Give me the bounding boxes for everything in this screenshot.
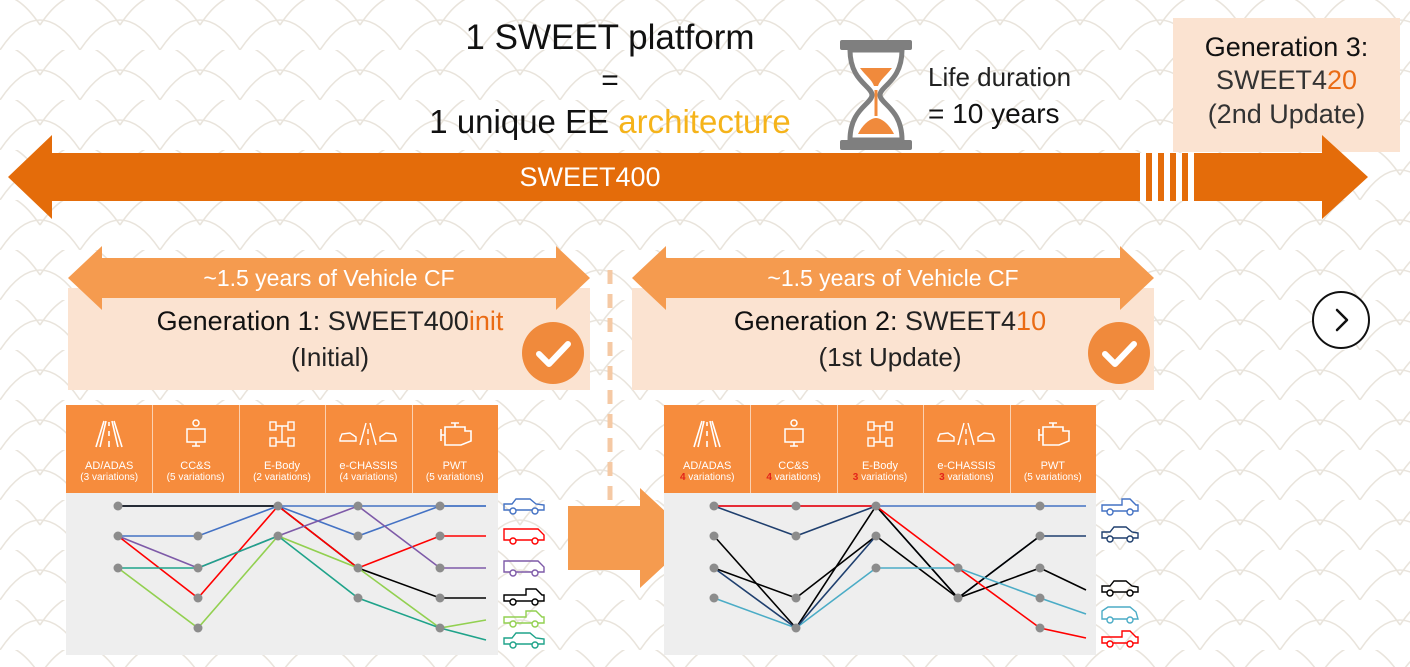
category-e-body: E-Body(2 variations) [239, 405, 327, 493]
monitor-person-icon [750, 419, 836, 454]
category-name: E-Body [263, 460, 301, 472]
category-count: 3 [83, 472, 90, 483]
panel1-header: AD/ADAS(3 variations)CC&S(5 variations)E… [66, 405, 498, 493]
header-equals: = [601, 64, 619, 97]
generation3-title: Generation 3: [1204, 32, 1369, 62]
generation1-title-line: Generation 1: SWEET400init [80, 305, 580, 337]
category-variations: 3 variations) [852, 472, 908, 483]
category-count: 4 [679, 472, 686, 483]
life-duration-years: 10 years [952, 98, 1060, 129]
life-duration-label: Life duration [928, 62, 1072, 92]
panel2-vehicles [1101, 498, 1139, 648]
category-variations: (5 variations) [425, 472, 484, 483]
life-duration-value: = 10 years [928, 97, 1128, 131]
header-line3-prefix: 1 unique EE [429, 103, 619, 140]
category-name: CC&S [180, 460, 211, 472]
transition-arrow [568, 488, 694, 588]
category-variations: 4 variations) [679, 472, 735, 483]
road-icon [66, 419, 152, 454]
chassis-icon [239, 419, 325, 454]
category-name: e-CHASSIS [339, 460, 398, 472]
generation2-name-prefix: SWEET4 [905, 306, 1017, 336]
generation3-name-prefix: SWEET4 [1215, 65, 1327, 95]
category-variations: (4 variations) [339, 472, 398, 483]
panel1-body [66, 493, 498, 655]
life-duration-equals: = [928, 98, 953, 129]
cars-road-icon [923, 419, 1009, 454]
generation2-note: (1st Update) [818, 342, 962, 372]
category-name: PWT [1040, 460, 1066, 472]
engine-icon [1010, 419, 1096, 454]
generation2-duration: ~1.5 years of Vehicle CF [767, 265, 1019, 291]
category-count: 2 [256, 472, 262, 483]
category-pwt: PWT(5 variations) [412, 405, 498, 493]
category-count: 5 [1027, 472, 1033, 483]
panel1-vehicles [503, 498, 545, 649]
category-pwt: PWT(5 variations) [1010, 405, 1096, 493]
category-count: 3 [852, 472, 859, 483]
generation1-name-suffix: init [468, 306, 504, 336]
generation1-name-prefix: SWEET400 [327, 306, 469, 336]
category-count: 5 [170, 472, 176, 483]
header-title-line3: 1 unique EE architecture [380, 103, 840, 141]
category-ad-adas: AD/ADAS(3 variations) [66, 405, 154, 493]
chassis-icon [837, 419, 923, 454]
category-count: 4 [766, 472, 772, 483]
chevron-right-icon[interactable] [1310, 289, 1372, 351]
generation2-name-suffix: 10 [1016, 306, 1047, 336]
engine-icon [412, 419, 498, 454]
generation3-note: (2nd Update) [1207, 99, 1366, 129]
category-variations: (2 variations) [253, 472, 311, 483]
category-variations: (3 variations) [80, 472, 139, 483]
generation1-card [68, 288, 590, 390]
generation2-duration-arrow [632, 246, 1154, 310]
category-e-chassis: e-CHASSIS(4 variations) [325, 405, 413, 493]
category-name: AD/ADAS [683, 460, 732, 472]
timeline-stripes [1140, 153, 1194, 201]
generation1-note: (Initial) [290, 342, 369, 372]
generation1-duration: ~1.5 years of Vehicle CF [203, 265, 455, 291]
generation3-card: Generation 3: SWEET420 (2nd Update) [1173, 18, 1400, 152]
category-variations: 4 variations) [766, 472, 821, 483]
category-variations: 3 variations) [939, 472, 994, 483]
category-variations: (5 variations) [166, 472, 225, 483]
category-name: E-Body [861, 460, 899, 472]
timeline-label: SWEET400 [519, 162, 661, 192]
generation1-title: Generation 1: [156, 306, 321, 336]
generation3-name: SWEET420 [1173, 63, 1400, 97]
header-title-line1: 1 SWEET platform [465, 18, 755, 57]
hourglass-icon [840, 40, 912, 150]
category-name: AD/ADAS [85, 460, 134, 472]
category-variations: (5 variations) [1023, 472, 1082, 483]
category-name: e-CHASSIS [937, 460, 996, 472]
road-icon [664, 419, 750, 454]
category-count: 3 [939, 472, 945, 483]
category-cc-s: CC&S(5 variations) [152, 405, 240, 493]
generation2-card [632, 288, 1154, 390]
generation1-duration-arrow [68, 246, 590, 310]
category-name: CC&S [778, 460, 809, 472]
generation3-name-suffix: 20 [1326, 65, 1358, 95]
header-architecture-highlight: architecture [618, 103, 791, 140]
category-count: 5 [429, 472, 435, 483]
timeline-arrow [8, 135, 1368, 219]
cars-road-icon [325, 419, 411, 454]
generation2-check-icon [1088, 322, 1150, 384]
generation2-title-line: Generation 2: SWEET410 [640, 305, 1140, 337]
category-name: PWT [442, 460, 468, 472]
monitor-person-icon [152, 419, 238, 454]
category-count: 4 [342, 472, 349, 483]
generation2-title: Generation 2: [733, 306, 898, 336]
generation1-check-icon [522, 322, 584, 384]
